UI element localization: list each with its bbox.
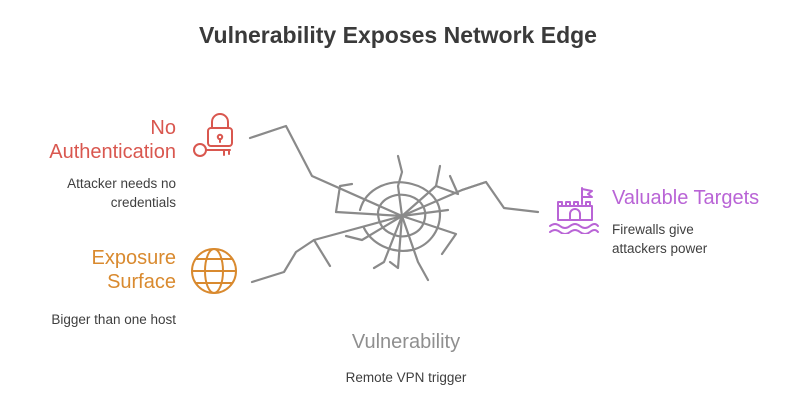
no-authentication-description: Attacker needs no credentials [20,174,176,212]
exposure-surface-description: Bigger than one host [51,312,176,327]
valuable-targets-description: Firewalls give attackers power [612,220,782,258]
castle-flag-icon [549,187,599,234]
valuable-targets-description-line2: attackers power [612,241,708,256]
valuable-targets-title: Valuable Targets [612,187,760,209]
vulnerability-description: Remote VPN trigger [345,370,467,385]
lock-key-icon [193,113,233,157]
exposure-surface-title-line1: Exposure [91,247,177,269]
exposure-surface-title-line2: Surface [107,271,176,293]
diagram-title: Vulnerability Exposes Network Edge [199,22,597,48]
exposure-surface-title: Exposure Surface [30,246,177,294]
no-authentication-description-line1: Attacker needs no [67,176,176,191]
no-authentication-title: No Authentication [30,116,176,164]
no-authentication-title-line1: No [150,117,176,139]
globe-icon [191,248,237,294]
no-authentication-description-line2: credentials [110,195,176,210]
no-authentication-title-line2: Authentication [49,141,176,163]
valuable-targets-description-line1: Firewalls give [612,222,694,237]
vulnerability-title: Vulnerability [351,331,461,353]
